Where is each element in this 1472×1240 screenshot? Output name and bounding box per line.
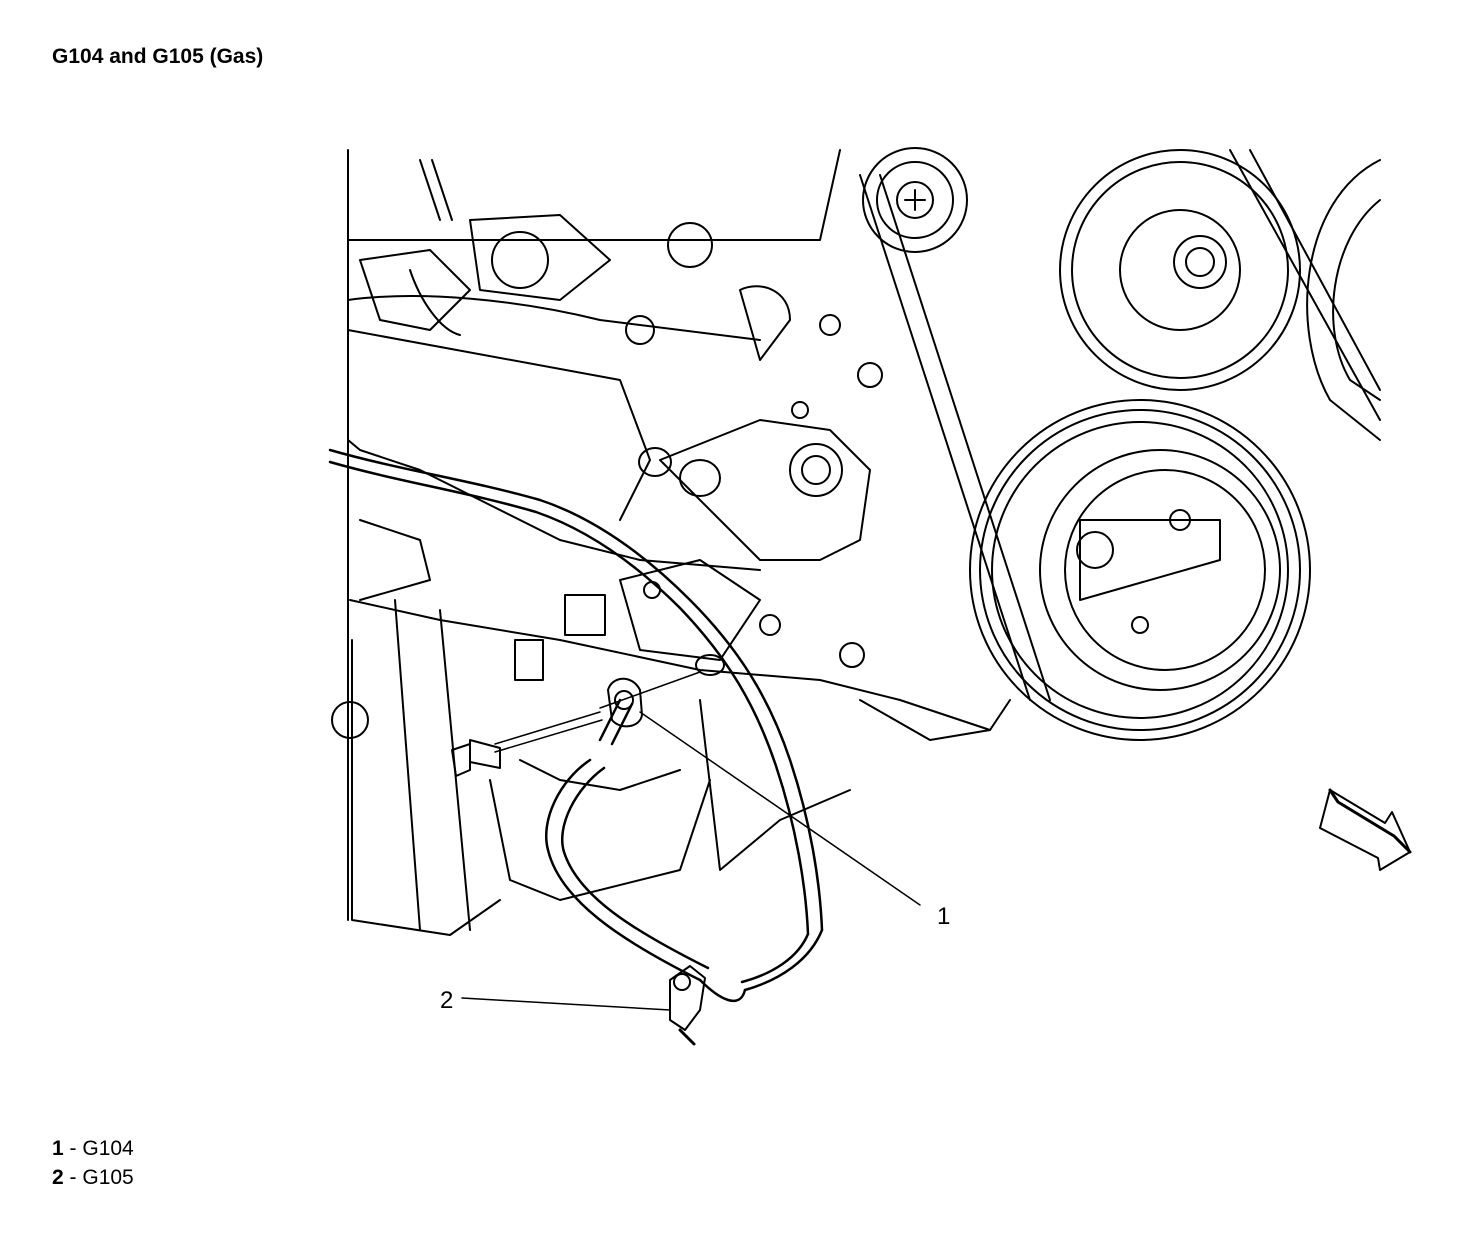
front-direction-arrow-icon — [1319, 788, 1412, 871]
ground-g105-terminal — [669, 965, 706, 1046]
callout-number-2: 2 — [440, 987, 453, 1014]
engine-block — [331, 149, 1011, 936]
legend-item: 2 - G105 — [52, 1163, 134, 1192]
legend: 1 - G104 2 - G105 — [52, 1134, 134, 1192]
legend-label: G105 — [82, 1166, 134, 1189]
water-outlet — [638, 285, 883, 668]
legend-number: 2 — [52, 1166, 64, 1189]
legend-item: 1 - G104 — [52, 1134, 134, 1163]
callout-leader-2 — [461, 997, 671, 1011]
pulley-upper-right — [1059, 149, 1301, 391]
callout-number-1: 1 — [937, 903, 950, 930]
ground-g104-terminal — [451, 654, 725, 777]
legend-separator: - — [63, 1137, 83, 1160]
pulley-upper-left — [862, 147, 968, 253]
legend-separator: - — [63, 1166, 83, 1189]
page-title: G104 and G105 (Gas) — [52, 45, 264, 68]
callout-leaders — [461, 711, 921, 1011]
callout-leader-1 — [639, 711, 921, 906]
wiring-harness — [328, 448, 824, 1002]
engine-ground-illustration: 1 2 — [328, 147, 1412, 1046]
legend-label: G104 — [82, 1137, 134, 1160]
pulley-far-right — [1306, 159, 1381, 441]
crankshaft-balancer — [969, 399, 1311, 741]
legend-number: 1 — [52, 1137, 64, 1160]
drive-belt — [859, 149, 1381, 701]
